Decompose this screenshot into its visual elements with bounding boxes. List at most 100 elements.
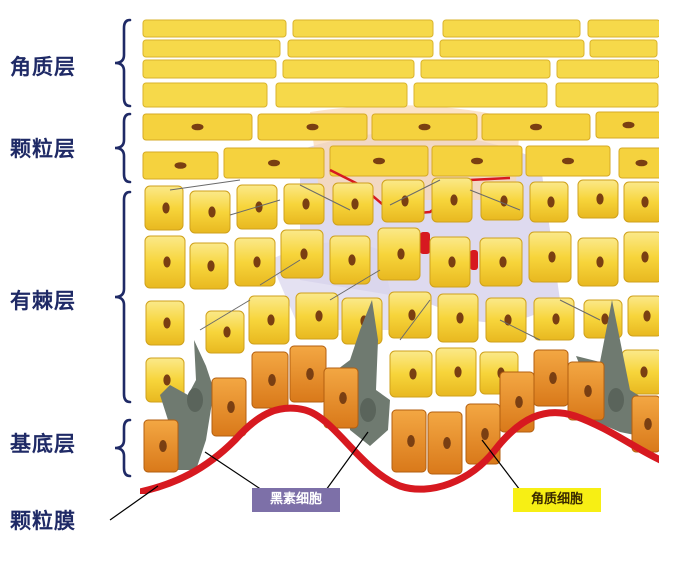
label-basement-membrane: 颗粒膜	[10, 509, 76, 533]
corneum-cell	[282, 59, 415, 79]
spinous-nucleus	[300, 248, 308, 260]
spinous-nucleus	[641, 251, 649, 263]
granular-nucleus	[418, 123, 431, 131]
basal-nucleus	[549, 372, 557, 384]
corneum-cell	[142, 39, 281, 58]
spinous-nucleus	[163, 256, 171, 268]
granular-nucleus	[268, 159, 280, 167]
corneum-cell	[142, 19, 287, 38]
label-stratum-spinosum: 有棘层	[10, 289, 76, 313]
dendrite-line	[329, 269, 381, 301]
bracket-stratum-corneum	[114, 18, 132, 108]
spinous-nucleus	[409, 368, 417, 380]
melanocyte-nucleus	[360, 398, 376, 422]
leader-keratinocyte	[481, 439, 521, 491]
corneum-cell	[555, 82, 659, 108]
spinous-nucleus	[596, 256, 604, 268]
spinous-nucleus	[348, 254, 356, 266]
corneum-cell	[142, 59, 277, 79]
spinous-nucleus	[253, 256, 261, 268]
melanocyte-cell	[334, 300, 390, 446]
spinous-nucleus	[454, 366, 462, 378]
stratum-spinosum-cells	[144, 177, 659, 403]
corneum-cell	[442, 19, 581, 38]
spinous-nucleus	[302, 198, 310, 210]
dendrite-line	[229, 199, 281, 216]
bracket-stratum-basale	[114, 418, 132, 478]
stratum-granulosum-cells	[142, 111, 659, 270]
basal-nucleus	[584, 385, 592, 397]
spinous-nucleus	[450, 194, 458, 206]
spinous-nucleus	[207, 260, 215, 272]
spinous-nucleus	[548, 251, 556, 263]
label-stratum-basale: 基底层	[10, 432, 76, 456]
membrane-wave	[140, 404, 659, 494]
keratinocyte-callout: 角质细胞	[513, 488, 601, 512]
spinous-nucleus	[596, 193, 604, 205]
leader-melanocyte-a	[204, 451, 263, 491]
granular-nucleus	[471, 157, 483, 165]
spinous-nucleus	[456, 312, 464, 324]
corneum-cell	[142, 82, 268, 108]
granular-nucleus	[191, 123, 204, 131]
melanocyte-callout: 黑素细胞	[252, 488, 340, 512]
spinous-nucleus	[601, 313, 609, 325]
bracket-stratum-granulosum	[114, 112, 132, 184]
granular-nucleus	[530, 123, 542, 131]
granular-nucleus	[306, 123, 319, 131]
corneum-cell	[589, 39, 658, 58]
basal-nucleus	[481, 428, 489, 440]
callout-leader-lines	[109, 431, 521, 521]
basal-nucleus	[339, 392, 347, 404]
spinous-nucleus	[255, 201, 263, 213]
basal-nucleus	[227, 401, 235, 413]
dendrite-line	[469, 189, 521, 211]
basal-nucleus	[515, 396, 523, 408]
spinous-nucleus	[641, 196, 649, 208]
corneum-cell	[275, 82, 408, 108]
spinous-nucleus	[643, 310, 651, 322]
basal-nucleus	[644, 418, 652, 430]
granular-nucleus	[373, 157, 385, 165]
basal-nucleus	[443, 437, 451, 449]
corneum-cell	[587, 19, 659, 38]
label-stratum-granulosum: 颗粒层	[10, 137, 76, 161]
spinous-nucleus	[162, 202, 170, 214]
red-patch	[420, 232, 430, 254]
spinous-nucleus	[552, 313, 560, 325]
corneum-cell	[556, 59, 659, 79]
melanocyte-nucleus	[608, 388, 624, 412]
dendrite-line	[259, 259, 301, 286]
basement-membrane	[140, 404, 659, 494]
spinous-nucleus	[267, 314, 275, 326]
spinous-nucleus	[223, 326, 231, 338]
dendrite-line	[559, 299, 601, 321]
spinous-nucleus	[499, 256, 507, 268]
granular-nucleus	[174, 162, 187, 169]
basal-nucleus	[306, 368, 314, 380]
dendrite-line	[499, 319, 541, 341]
melanocyte-nucleus	[187, 388, 203, 412]
stratum-basale-cells	[143, 345, 659, 475]
basal-nucleus	[159, 440, 167, 452]
basal-nucleus	[268, 374, 276, 386]
bracket-stratum-spinosum	[114, 190, 132, 404]
spinous-nucleus	[208, 206, 216, 218]
dendrite-line	[199, 299, 251, 331]
leader-basement-membrane	[109, 485, 159, 521]
dendrite-line	[399, 299, 431, 341]
leader-melanocyte-b	[325, 431, 369, 491]
spinous-nucleus	[315, 310, 323, 322]
granular-nucleus	[622, 121, 635, 129]
basal-nucleus	[407, 435, 415, 447]
layer-brackets	[114, 18, 132, 478]
stratum-corneum-cells	[142, 19, 659, 108]
red-patch	[470, 250, 478, 270]
granular-nucleus	[635, 159, 648, 167]
spinous-nucleus	[397, 248, 405, 260]
dendrite-line	[169, 179, 241, 191]
corneum-cell	[439, 39, 585, 58]
spinous-nucleus	[547, 196, 555, 208]
